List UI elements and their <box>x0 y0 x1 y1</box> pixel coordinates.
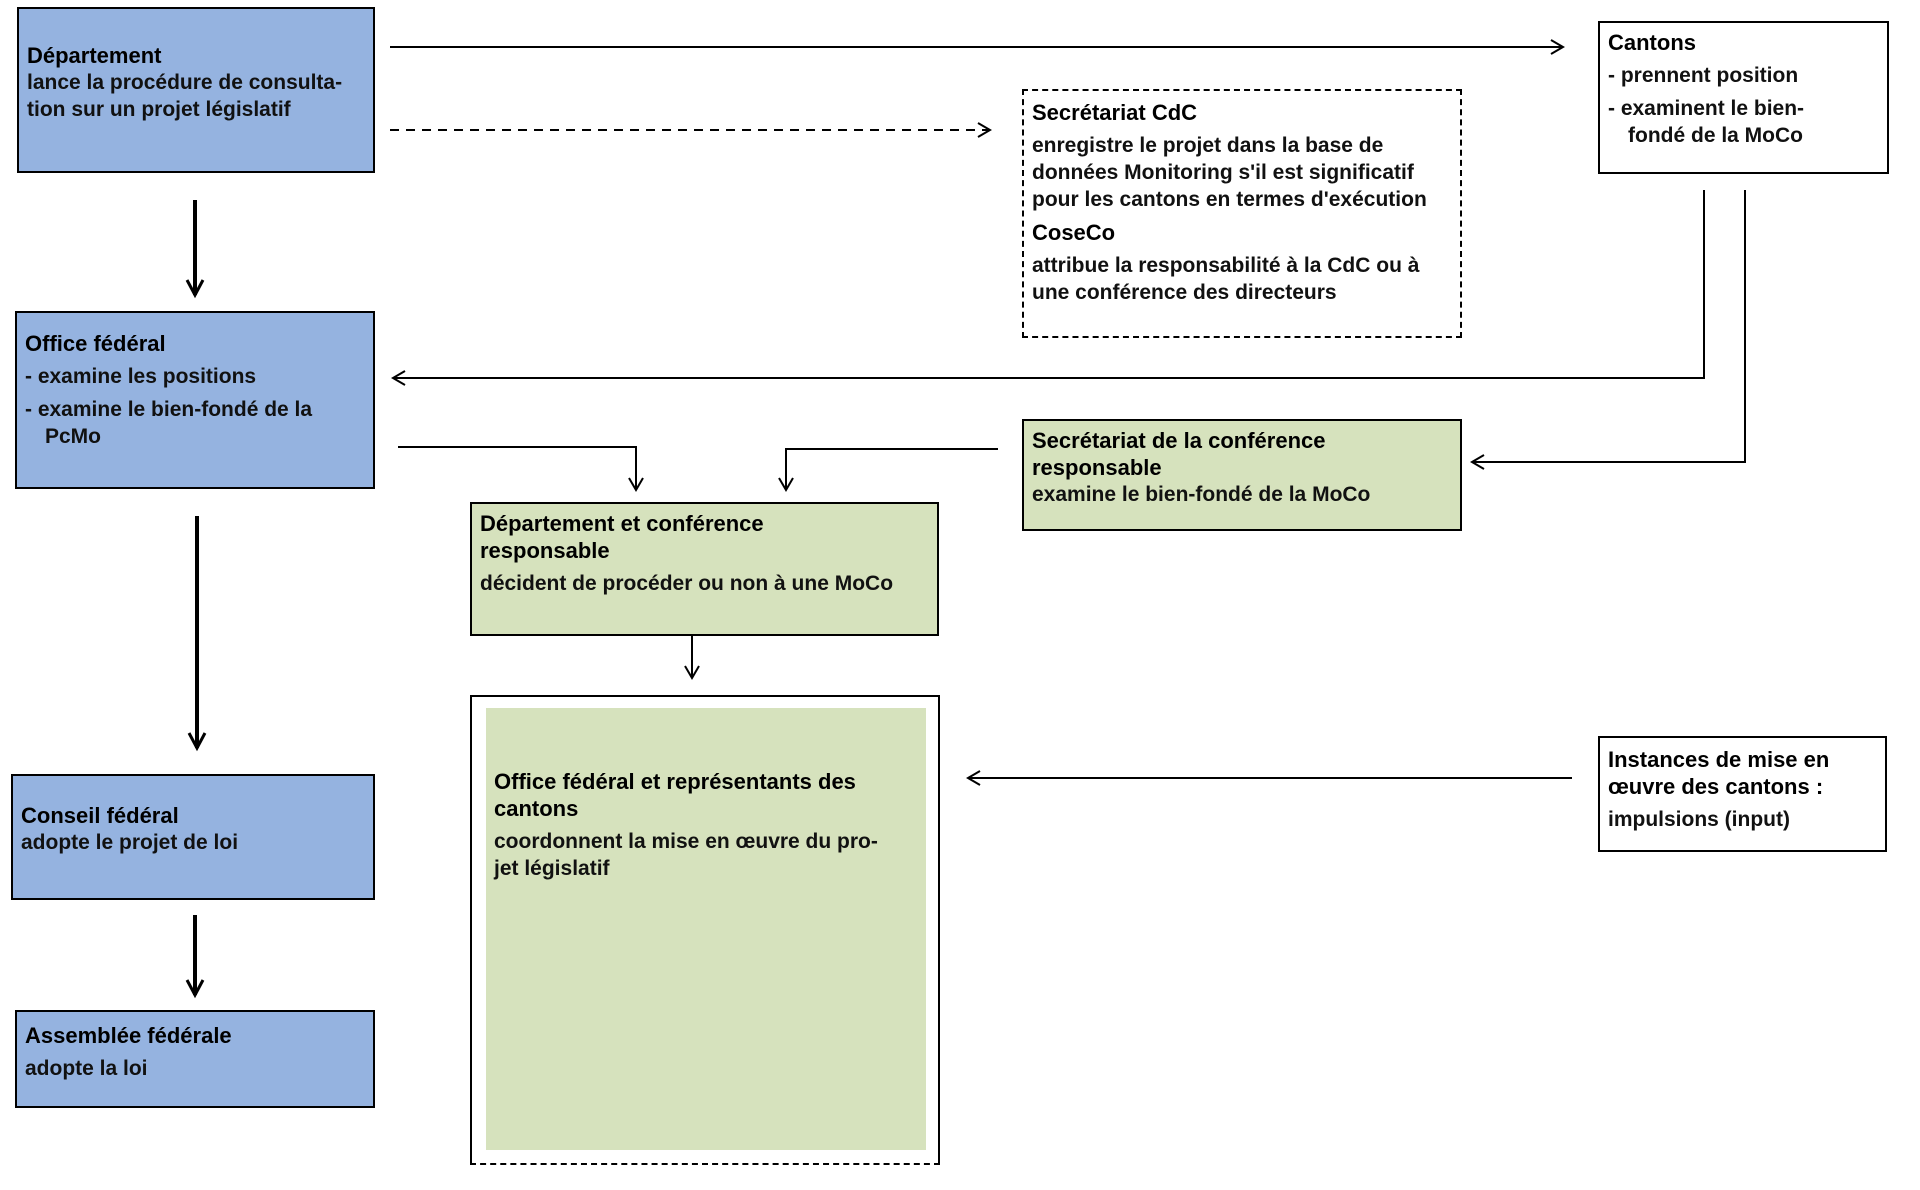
node-line: - examine les positions <box>25 365 257 388</box>
node-line: coordonnent la mise en œuvre du pro- <box>494 830 878 853</box>
node-title: Cantons <box>1608 30 1696 55</box>
node-assemblee-federale: Assemblée fédérale adopte la loi <box>15 1010 375 1108</box>
node-title: Instances de mise en <box>1608 747 1830 772</box>
node-title: Secrétariat de la conférence <box>1032 428 1326 453</box>
arrow-cantons-to-secretariat-conference <box>1470 190 1746 470</box>
node-title: Département et conférence <box>480 511 764 536</box>
node-secretariat-conference: Secrétariat de la conférence responsable… <box>1022 419 1462 531</box>
arrow-office-federal-to-departement-conference <box>398 446 644 492</box>
node-cantons: Cantons - prennent position - examinent … <box>1598 21 1889 174</box>
node-line: examine le bien-fondé de la MoCo <box>1032 483 1371 506</box>
node-line: tion sur un projet législatif <box>27 98 291 121</box>
node-line: fondé de la MoCo <box>1628 124 1803 147</box>
node-office-representants: Office fédéral et représentants des cant… <box>470 695 940 1165</box>
node-line: données Monitoring s'il est significatif <box>1032 161 1414 184</box>
node-office-representants-panel: Office fédéral et représentants des cant… <box>486 708 926 1150</box>
node-title: Office fédéral <box>25 331 166 356</box>
node-line: adopte le projet de loi <box>21 831 239 854</box>
arrow-cantons-to-office-federal <box>391 190 1705 386</box>
node-title: responsable <box>1032 455 1162 480</box>
node-line: une conférence des directeurs <box>1032 281 1337 304</box>
node-secretariat-cdc: Secrétariat CdC enregistre le projet dan… <box>1022 89 1462 338</box>
node-departement-conference: Département et conférence responsable dé… <box>470 502 939 636</box>
node-line: jet législatif <box>494 857 610 880</box>
node-line: impulsions (input) <box>1608 808 1790 831</box>
node-instances: Instances de mise en œuvre des cantons :… <box>1598 736 1887 852</box>
node-line: PcMo <box>45 425 102 448</box>
node-line: adopte la loi <box>25 1057 148 1080</box>
node-title: œuvre des cantons : <box>1608 774 1824 799</box>
node-line: - prennent position <box>1608 64 1799 87</box>
node-title: Assemblée fédérale <box>25 1023 232 1048</box>
node-line: - examine le bien-fondé de la <box>25 398 313 421</box>
node-line: - examinent le bien- <box>1608 97 1805 120</box>
node-conseil-federal: Conseil fédéral adopte le projet de loi <box>11 774 375 900</box>
node-title: responsable <box>480 538 610 563</box>
node-line: attribue la responsabilité à la CdC ou à <box>1032 254 1420 277</box>
node-title: Département <box>27 43 162 68</box>
node-title: Office fédéral et représentants des <box>494 769 856 794</box>
node-title: Conseil fédéral <box>21 803 179 828</box>
node-departement: Département lance la procédure de consul… <box>17 7 375 173</box>
node-title: cantons <box>494 796 579 821</box>
node-title: Secrétariat CdC <box>1032 100 1198 125</box>
arrow-secretariat-conference-to-departement-conference <box>778 448 998 492</box>
node-line: lance la procédure de consulta- <box>27 71 343 94</box>
node-line: décident de procéder ou non à une MoCo <box>480 572 894 595</box>
node-subtitle-coseco: CoseCo <box>1032 220 1116 245</box>
node-line: enregistre le projet dans la base de <box>1032 134 1384 157</box>
node-line: pour les cantons en termes d'exécution <box>1032 188 1427 211</box>
node-office-federal: Office fédéral - examine les positions -… <box>15 311 375 489</box>
